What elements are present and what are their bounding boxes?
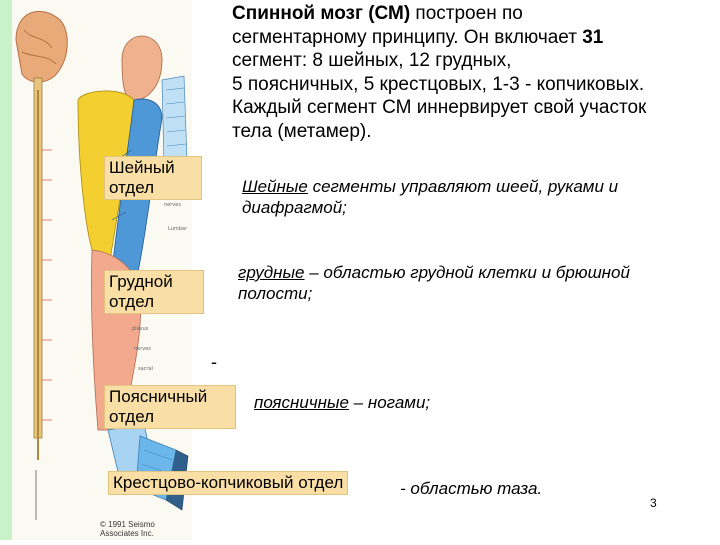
intro-line-3: сегмент: 8 шейных, 12 грудных,	[232, 50, 512, 71]
cervical-rest: сегменты управляют шеей, руками и диафра…	[242, 177, 619, 217]
svg-text:nerves: nerves	[164, 202, 181, 208]
intro-line-1: Спинной мозг (СМ) построен по	[232, 2, 716, 26]
intro-line-2: сегментарному принципу. Он включает 31	[232, 26, 716, 50]
intro-line-4: 5 поясничных, 5 крестцовых, 1-3 - копчик…	[232, 73, 645, 95]
page-number: 3	[650, 496, 657, 510]
intro-line-6: тела (метамер).	[232, 120, 372, 142]
intro-line-1-rest: построен по	[410, 3, 523, 24]
segment-count: 31	[582, 26, 604, 48]
thoracic-rest: – областью грудной клетки и брюшной поло…	[238, 263, 630, 303]
intro-term: Спинной мозг (СМ)	[232, 3, 411, 24]
lumbar-term: поясничные	[254, 393, 349, 412]
lumbar-label: Поясничный отдел	[104, 385, 236, 429]
intro-line-5: Каждый сегмент СМ иннервирует свой участ…	[232, 97, 647, 118]
figure-copyright: © 1991 Seismo Associates Inc.	[100, 520, 155, 538]
sacral-label: Крестцово-копчиковый отдел	[108, 471, 349, 495]
stray-dash: -	[211, 352, 217, 372]
sacral-description: - областью таза.	[400, 479, 543, 498]
left-green-strip	[0, 0, 12, 540]
lumbar-rest: – ногами;	[348, 393, 431, 412]
thoracic-label: Грудной отдел	[104, 270, 204, 314]
svg-text:Lumbar: Lumbar	[168, 226, 188, 232]
cervical-description: Шейные сегменты управляют шеей, руками и…	[242, 176, 702, 218]
svg-text:plexus: plexus	[132, 326, 149, 332]
cervical-term: Шейные	[242, 177, 308, 196]
svg-text:nerves: nerves	[134, 346, 151, 352]
cervical-label: Шейный отдел	[104, 156, 202, 200]
svg-text:sacral: sacral	[138, 366, 153, 372]
thoracic-description: грудные – областью грудной клетки и брюш…	[238, 262, 668, 304]
thoracic-term: грудные	[238, 263, 305, 282]
intro-paragraph: Спинной мозг (СМ) построен по сегментарн…	[232, 2, 716, 143]
intro-line-2-pre: сегментарному принципу. Он включает	[232, 26, 583, 48]
lumbar-description: поясничные – ногами;	[254, 392, 554, 413]
